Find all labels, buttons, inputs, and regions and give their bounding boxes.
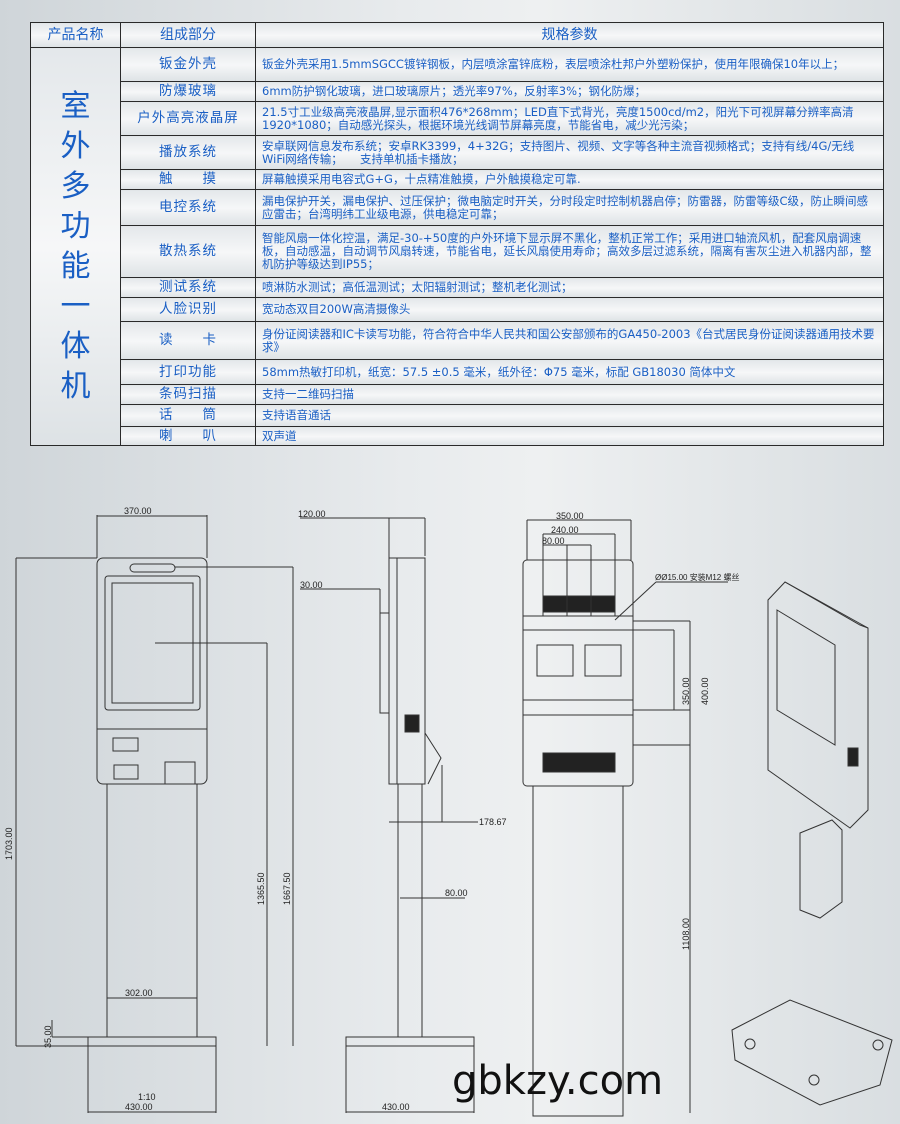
dim-back-hole: ØØ15.00 安装M12 螺丝	[655, 572, 739, 582]
dim-back-w3: 80.00	[542, 536, 565, 546]
front-view	[15, 515, 294, 1113]
component-name: 钣金外壳	[120, 47, 256, 82]
dim-back-w2: 240.00	[551, 525, 579, 535]
dim-front-h1: 1365.50	[256, 872, 266, 905]
component-name: 播放系统	[120, 135, 256, 170]
isometric-view	[731, 581, 893, 1106]
component-spec: 身份证阅读器和IC卡读写功能，符合符合中华人民共和国公安部颁布的GA450-20…	[255, 321, 884, 360]
table-row: 室外多功能一体机钣金外壳钣金外壳采用1.5mmSGCC镀锌钢板，内层喷涂富锌底粉…	[30, 47, 884, 446]
component-spec: 漏电保护开关，漏电保护、过压保护；微电脑定时开关，分时段定时控制机器启停；防雷器…	[255, 189, 884, 226]
component-spec: 6mm防护钢化玻璃，进口玻璃原片；透光率97%，反射率3%；钢化防爆；	[255, 81, 884, 102]
component-spec: 58mm热敏打印机，纸宽：57.5 ±0.5 毫米，纸外径：Φ75 毫米，标配 …	[255, 359, 884, 385]
component-name: 读 卡	[120, 321, 256, 360]
dim-front-base-width: 430.00	[125, 1102, 153, 1112]
component-spec: 支持语音通话	[255, 404, 884, 427]
table-row: 条码扫描支持一二维码扫描	[31, 384, 884, 405]
component-spec: 21.5寸工业级高亮液晶屏,显示面积476*268mm；LED直下式背光，亮度1…	[255, 101, 884, 136]
component-spec: 钣金外壳采用1.5mmSGCC镀锌钢板，内层喷涂富锌底粉，表层喷涂杜邦户外塑粉保…	[255, 47, 884, 82]
component-name: 打印功能	[120, 359, 256, 385]
dim-side-glass: 30.00	[300, 580, 323, 590]
component-name: 户外高亮液晶屏	[120, 101, 256, 136]
header-spec: 规格参数	[255, 22, 884, 48]
table-row: 喇 叭双声道	[31, 426, 884, 446]
table-row: 话 筒支持语音通话	[31, 404, 884, 427]
table-row: 散热系统智能风扇一体化控温，满足-30-+50度的户外环境下显示屏不黑化，整机正…	[31, 225, 884, 278]
product-name-cell: 室外多功能一体机	[30, 47, 121, 446]
dim-side-slant: 178.67	[479, 817, 507, 827]
header-product-name: 产品名称	[30, 22, 121, 48]
component-name: 测试系统	[120, 277, 256, 298]
component-spec: 双声道	[255, 426, 884, 446]
dim-pole-width: 302.00	[125, 988, 153, 998]
component-name: 触 摸	[120, 169, 256, 190]
dim-base-height: 35.00	[43, 1025, 53, 1048]
dim-back-w1: 350.00	[556, 511, 584, 521]
table-row: 电控系统漏电保护开关，漏电保护、过压保护；微电脑定时开关，分时段定时控制机器启停…	[31, 189, 884, 226]
scale-label: 1:10	[138, 1092, 156, 1102]
component-spec: 喷淋防水测试；高低温测试；太阳辐射测试；整机老化测试；	[255, 277, 884, 298]
header-component: 组成部分	[120, 22, 256, 48]
table-row: 人脸识别宽动态双目200W高清摄像头	[31, 297, 884, 322]
dim-front-h2: 1667.50	[282, 872, 292, 905]
table-row: 播放系统安卓联网信息发布系统；安卓RK3399，4+32G；支持图片、视频、文字…	[31, 135, 884, 170]
dim-back-pole-height: 1108.00	[681, 918, 691, 950]
component-name: 条码扫描	[120, 384, 256, 405]
dim-front-height: 1703.00	[4, 827, 14, 860]
component-spec: 宽动态双目200W高清摄像头	[255, 297, 884, 322]
component-name: 防爆玻璃	[120, 81, 256, 102]
side-view	[300, 517, 478, 1113]
dim-side-depth: 120.00	[298, 509, 326, 519]
dim-back-v1: 350.00	[681, 677, 691, 705]
table-row: 测试系统喷淋防水测试；高低温测试；太阳辐射测试；整机老化测试；	[31, 277, 884, 298]
table-header-row: 产品名称 组成部分 规格参数	[30, 22, 884, 48]
product-name: 室外多功能一体机	[60, 88, 91, 404]
component-spec: 安卓联网信息发布系统；安卓RK3399，4+32G；支持图片、视频、文字等各种主…	[255, 135, 884, 170]
component-name: 电控系统	[120, 189, 256, 226]
watermark: gbkzy.com	[452, 1058, 664, 1104]
dim-side-pole: 80.00	[445, 888, 468, 898]
dim-front-width: 370.00	[124, 506, 152, 516]
component-name: 散热系统	[120, 225, 256, 278]
dim-side-base-width: 430.00	[382, 1102, 410, 1112]
technical-drawing: 370.00 1703.00 1365.50 1667.50 302.00 35…	[4, 506, 893, 1117]
table-row: 触 摸屏幕触摸采用电容式G+G，十点精准触摸，户外触摸稳定可靠.	[31, 169, 884, 190]
component-name: 喇 叭	[120, 426, 256, 446]
component-name: 人脸识别	[120, 297, 256, 322]
component-spec: 智能风扇一体化控温，满足-30-+50度的户外环境下显示屏不黑化，整机正常工作；…	[255, 225, 884, 278]
component-name: 话 筒	[120, 404, 256, 427]
component-spec: 屏幕触摸采用电容式G+G，十点精准触摸，户外触摸稳定可靠.	[255, 169, 884, 190]
dim-back-v2: 400.00	[700, 677, 710, 705]
table-row: 读 卡身份证阅读器和IC卡读写功能，符合符合中华人民共和国公安部颁布的GA450…	[31, 321, 884, 360]
spec-table: 产品名称 组成部分 规格参数 室外多功能一体机钣金外壳钣金外壳采用1.5mmSG…	[30, 22, 884, 446]
back-view	[522, 519, 728, 1117]
component-spec: 支持一二维码扫描	[255, 384, 884, 405]
